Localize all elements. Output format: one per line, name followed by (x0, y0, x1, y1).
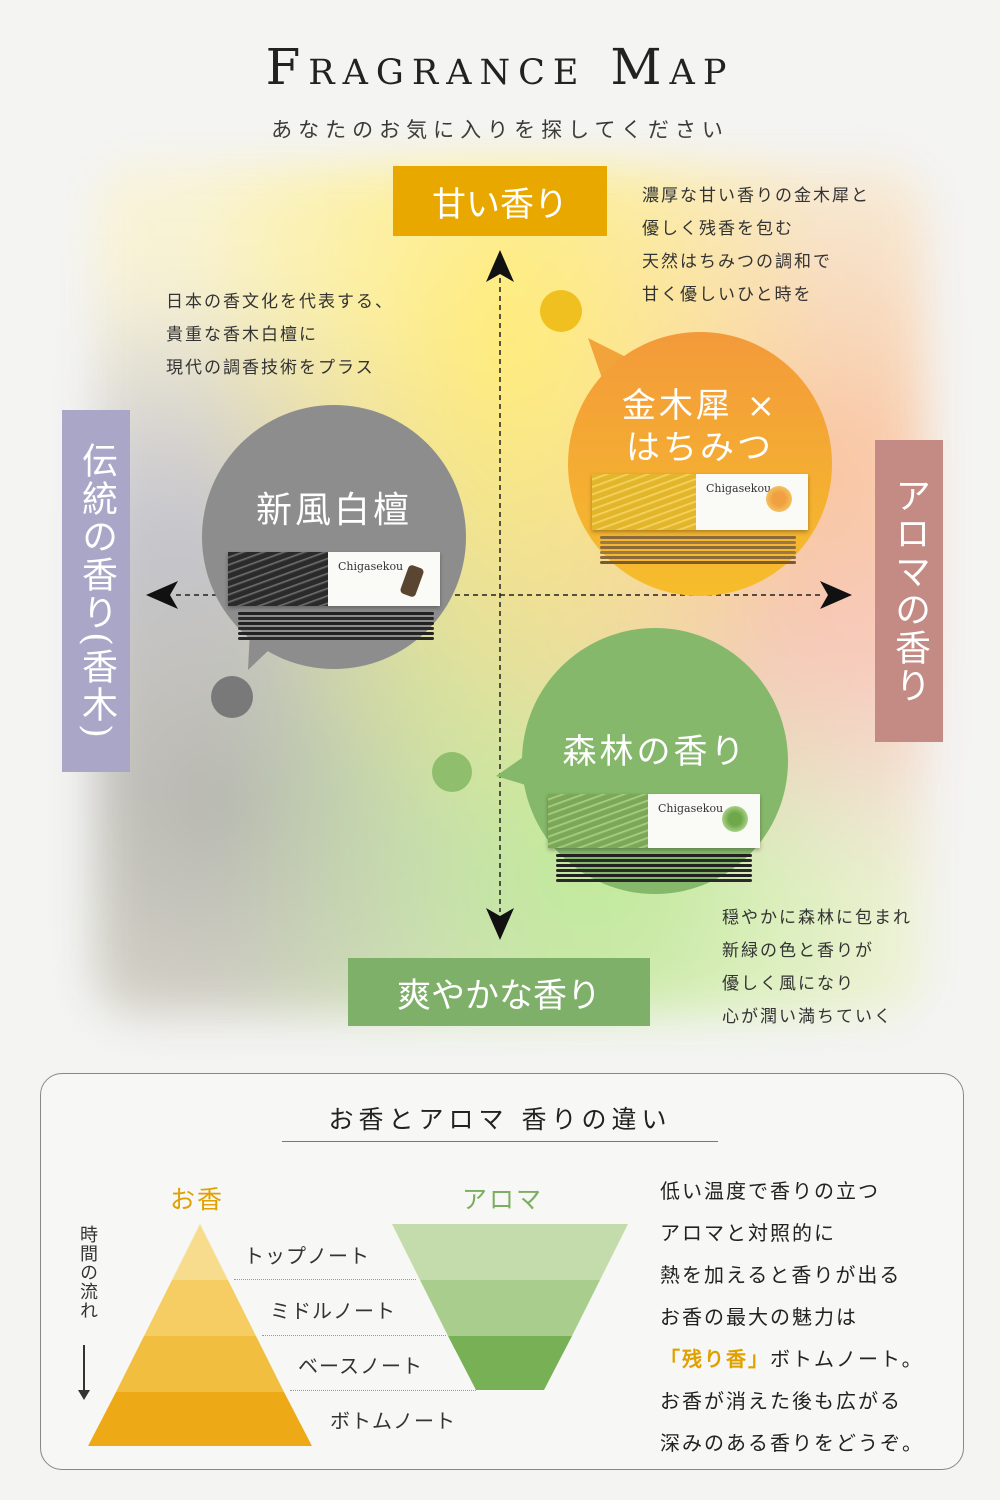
note-label-bottom: ボトムノート (330, 1409, 456, 1433)
package-kinmokusei: Chigasekou (592, 474, 808, 530)
decorative-dot-yellow (540, 290, 582, 332)
page-subtitle: あなたのお気に入りを探してください (271, 118, 729, 142)
product-bubble-byakudan[interactable]: 新風白檀 (202, 405, 466, 669)
arrow-right-icon (820, 581, 852, 609)
package-art (228, 552, 328, 606)
explanation-line: 熱を加えると香りが出る (660, 1263, 902, 1287)
explanation-line: 「残り香」ボトムノート。 (660, 1338, 924, 1380)
aroma-layer-bottom (448, 1336, 572, 1390)
product-name: 新風白檀 (255, 490, 412, 531)
package-art (548, 794, 648, 848)
pyramid-layer-top (172, 1224, 228, 1280)
aroma-layer-middle (420, 1280, 600, 1336)
bubble-tail-kinmokusei (588, 338, 632, 384)
description-line: 天然はちみつの調和で (642, 252, 832, 272)
map-axes (146, 250, 852, 940)
page-title: Fragrance Map (0, 38, 1000, 96)
note-divider (234, 1279, 416, 1280)
time-flow-label: 時間の流れ (77, 1225, 98, 1320)
package-brand: Chigasekou (658, 802, 724, 815)
explanation-text: ボトムノート。 (770, 1347, 924, 1371)
arrow-left-icon (146, 581, 178, 609)
axis-label-traditional: 伝統の香り(香木) (62, 410, 130, 772)
description-line: 甘く優しいひと時を (642, 285, 813, 305)
package-byakudan: Chigasekou (228, 552, 440, 606)
description-line: 穏やかに森林に包まれ (722, 908, 912, 928)
incense-sticks-black (556, 854, 752, 884)
product-name: 森林の香り (562, 732, 748, 772)
incense-label: お香 (170, 1185, 225, 1214)
pyramid-layer-base (116, 1336, 284, 1392)
comparison-title: お香とアロマ 香りの違い (328, 1105, 672, 1134)
description-line: 新緑の色と香りが (722, 941, 874, 961)
explanation-line: お香の最大の魅力は (660, 1305, 858, 1329)
incense-sticks-black (238, 612, 434, 642)
product-bubble-forest[interactable]: 森林の香り (522, 628, 788, 894)
aroma-label: アロマ (462, 1185, 544, 1214)
description-line: 貴重な香木白檀に (166, 325, 318, 345)
decorative-dot-green (432, 752, 472, 792)
pyramid-layer-bottom (88, 1392, 312, 1446)
description-line: 現代の調香技術をプラス (166, 358, 375, 378)
product-name-line1: 金木犀 × (621, 386, 779, 426)
description-line: 優しく風になり (722, 974, 855, 994)
description-line: 日本の香文化を代表する、 (166, 292, 394, 312)
package-forest: Chigasekou (548, 794, 760, 848)
arrow-up-icon (486, 250, 514, 282)
aroma-inverted-pyramid (392, 1224, 628, 1390)
leaf-icon (720, 804, 750, 834)
note-label-base: ベースノート (298, 1354, 423, 1378)
description-line: 優しく残香を包む (642, 219, 794, 239)
package-brand: Chigasekou (338, 560, 404, 573)
time-arrow-shaft (83, 1345, 85, 1395)
comparison-explanation: 低い温度で香りの立つ アロマと対照的に 熱を加えると香りが出る お香の最大の魅力… (660, 1170, 924, 1464)
arrow-down-icon (486, 908, 514, 940)
note-label-top: トップノート (244, 1244, 370, 1268)
explanation-line: お香が消えた後も広がる (660, 1389, 902, 1413)
flower-icon (764, 484, 794, 514)
note-divider (262, 1335, 446, 1336)
description-line: 心が潤い満ちていく (722, 1007, 893, 1027)
package-brand: Chigasekou (706, 482, 772, 495)
description-line: 濃厚な甘い香りの金木犀と (642, 186, 870, 206)
incense-pyramid (88, 1224, 312, 1446)
decorative-dot-gray (211, 676, 253, 718)
description-fresh: 穏やかに森林に包まれ 新緑の色と香りが 優しく風になり 心が潤い満ちていく (722, 902, 912, 1034)
aroma-layer-top (392, 1224, 628, 1280)
title-text: Fragrance Map (265, 38, 735, 96)
product-name-line2: はちみつ (626, 428, 774, 468)
explanation-line: アロマと対照的に (660, 1221, 836, 1245)
description-traditional: 日本の香文化を代表する、 貴重な香木白檀に 現代の調香技術をプラス (166, 286, 394, 385)
axis-label-fresh: 爽やかな香り (348, 958, 650, 1026)
description-sweet: 濃厚な甘い香りの金木犀と 優しく残香を包む 天然はちみつの調和で 甘く優しいひと… (642, 180, 870, 312)
arrow-down-icon (78, 1390, 90, 1400)
explanation-line: 深みのある香りをどうぞ。 (660, 1431, 924, 1455)
note-label-middle: ミドルノート (270, 1299, 396, 1323)
note-divider (290, 1390, 476, 1391)
axis-label-sweet: 甘い香り (393, 166, 607, 236)
explanation-line: 低い温度で香りの立つ (660, 1179, 880, 1203)
axis-label-aroma: アロマの香り (875, 440, 943, 742)
pyramid-layer-middle (144, 1280, 256, 1336)
title-underline (282, 1141, 718, 1142)
highlight-remaining-scent: 「残り香」 (660, 1347, 770, 1371)
package-art (592, 474, 696, 530)
incense-sticks-brown (600, 536, 796, 566)
